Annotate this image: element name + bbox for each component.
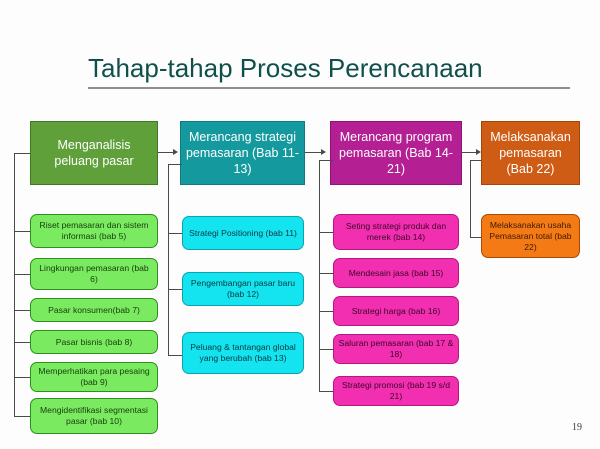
stage4-connector-branch-header	[470, 160, 481, 161]
stage2-connector-branch-header	[168, 164, 182, 165]
stage2-item-strategi-positioning[interactable]: Strategi Positioning (bab 11)	[182, 216, 304, 250]
stage-header-merancang-strategi-pemasaran[interactable]: Merancang strategi pemasaran (Bab 11-13)	[180, 121, 305, 185]
page-title: Tahap-tahap Proses Perencanaan	[88, 53, 483, 83]
stage2-connector-branch-2	[168, 289, 182, 290]
stage1-connector-branch-1	[14, 231, 30, 232]
stage1-connector-branch-3	[14, 310, 30, 311]
stage3-connector-branch-2	[319, 273, 333, 274]
stage1-connector-branch-header	[14, 153, 30, 154]
title-block: Tahap-tahap Proses Perencanaan	[88, 52, 570, 94]
title-underline-divider	[88, 87, 570, 89]
stage2-connector-branch-1	[168, 233, 182, 234]
stage2-item-peluang-tantangan-global[interactable]: Peluang & tantangan global yang berubah …	[182, 332, 304, 374]
stage3-item-strategi-promosi[interactable]: Strategi promosi (bab 19 s/d 21)	[333, 376, 459, 406]
stage-header-menganalisis-peluang-pasar[interactable]: Menganalisis peluang pasar	[30, 121, 158, 185]
stage4-item-melaksanakan-usaha-pemasaran-total[interactable]: Melaksanakan usaha Pemasaran total (bab …	[481, 214, 580, 258]
arrow-line-stage1-to-stage2	[158, 152, 175, 153]
stage1-item-riset-pemasaran[interactable]: Riset pemasaran dan sistem informasi (ba…	[30, 214, 158, 248]
stage3-connector-branch-3	[319, 311, 333, 312]
page-number: 19	[572, 422, 582, 433]
stage3-connector-branch-1	[319, 232, 333, 233]
stage3-connector-branch-4	[319, 349, 333, 350]
stage3-item-mendesain-jasa[interactable]: Mendesain jasa (bab 15)	[333, 258, 459, 288]
stage1-item-lingkungan-pemasaran[interactable]: Lingkungan pemasaran (bab 6)	[30, 258, 158, 290]
stage1-item-pasar-bisnis[interactable]: Pasar bisnis (bab 8)	[30, 330, 158, 354]
arrow-line-stage2-to-stage3	[305, 152, 323, 153]
arrow-head-stage2-to-stage3	[321, 149, 326, 155]
stage1-item-mengidentifikasi-segmentasi-pasar[interactable]: Mengidentifikasi segmentasi pasar (bab 1…	[30, 398, 158, 434]
stage2-item-pengembangan-pasar-baru[interactable]: Pengembangan pasar baru (bab 12)	[182, 272, 304, 306]
arrow-head-stage3-to-stage4	[476, 149, 481, 155]
stage1-connector-branch-4	[14, 342, 30, 343]
stage3-item-saluran-pemasaran[interactable]: Saluran pemasaran (bab 17 & 18)	[333, 334, 459, 364]
stage4-connector-branch-1	[470, 237, 481, 238]
stage1-item-pasar-konsumen[interactable]: Pasar konsumen(bab 7)	[30, 298, 158, 322]
stage1-connector-branch-6	[14, 416, 30, 417]
stage2-connector-branch-3	[168, 355, 182, 356]
stage3-connector-branch-header	[319, 160, 333, 161]
stage3-item-seting-strategi-produk-dan-merek[interactable]: Seting strategi produk dan merek (bab 14…	[333, 214, 459, 250]
stage-header-merancang-program-pemasaran[interactable]: Merancang program pemasaran (Bab 14-21)	[330, 121, 462, 185]
arrow-head-stage1-to-stage2	[173, 149, 178, 155]
stage-header-melaksanakan-pemasaran[interactable]: Melaksanakan pemasaran (Bab 22)	[481, 121, 580, 185]
arrow-line-stage3-to-stage4	[462, 152, 478, 153]
stage3-connector-branch-5	[319, 391, 333, 392]
stage4-connector-spine	[470, 160, 471, 237]
stage2-connector-spine	[168, 164, 169, 356]
stage1-connector-branch-5	[14, 377, 30, 378]
stage1-connector-branch-2	[14, 274, 30, 275]
stage3-item-strategi-harga[interactable]: Strategi harga (bab 16)	[333, 296, 459, 326]
stage1-connector-spine	[14, 153, 15, 416]
stage3-connector-spine	[319, 160, 320, 391]
stage1-item-memperhatikan-para-pesaing[interactable]: Memperhatikan para pesaing (bab 9)	[30, 362, 158, 392]
